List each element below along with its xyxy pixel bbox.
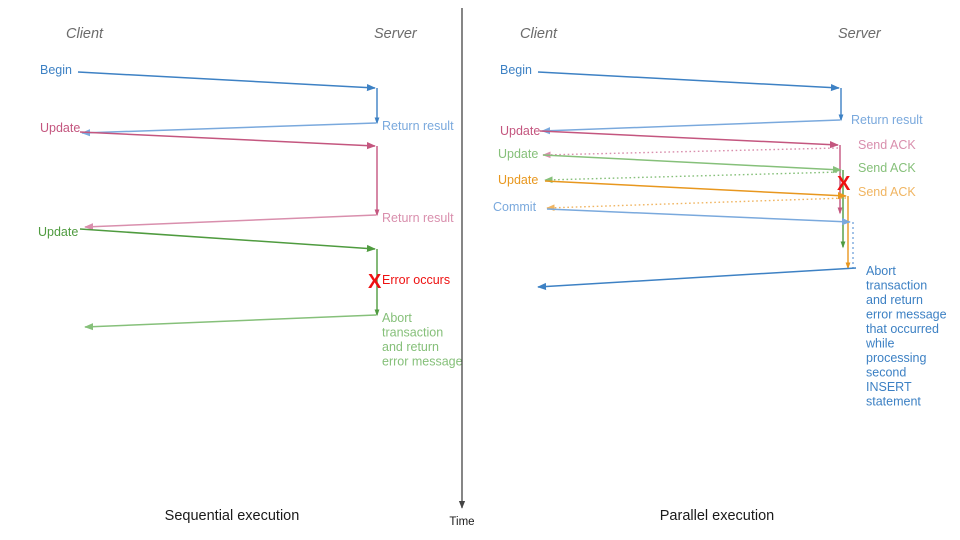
note-line: Abort: [866, 264, 896, 278]
error-occurs-label: Error occurs: [382, 273, 450, 287]
note-line: transaction: [866, 279, 927, 293]
arrow-update-request-1: [79, 131, 376, 150]
arrow-return-result-2: [84, 214, 377, 231]
arrow-abort-return: [84, 314, 377, 331]
panel-caption-sequential: Sequential execution: [165, 508, 300, 524]
lane-header-client-parallel: Client: [520, 26, 558, 42]
time-axis-layer: Time: [449, 8, 475, 528]
arrow-commit-request: [546, 208, 851, 226]
message-label-return-result-1: Return result: [382, 119, 454, 133]
message-label-send-ack-1: Send ACK: [858, 138, 916, 152]
message-label-send-ack-3: Send ACK: [858, 185, 916, 199]
note-line: error message: [382, 355, 463, 369]
message-send-ack-1-parallel: Send ACK: [542, 138, 916, 159]
message-label-update-request-3: Update: [498, 173, 538, 187]
note-line: while: [865, 337, 895, 351]
message-return-result-parallel: Return result: [541, 113, 923, 135]
time-axis: Time: [449, 8, 475, 528]
message-label-commit-request: Commit: [493, 200, 537, 214]
arrow-update-request-2: [79, 228, 376, 253]
message-update-request-1-parallel: Update: [500, 124, 839, 149]
time-axis-label: Time: [449, 516, 474, 528]
arrow-send-ack-2: [544, 171, 842, 184]
message-abort-return-sequential: [84, 314, 377, 331]
message-label-begin-request: Begin: [40, 63, 72, 77]
arrow-return-result: [541, 119, 841, 135]
arrow-begin-request: [537, 71, 840, 92]
message-abort-return-parallel: [537, 267, 857, 291]
note-line: processing: [866, 351, 926, 365]
arrow-update-request-3: [544, 180, 847, 200]
lane-header-server-parallel: Server: [838, 26, 882, 42]
message-begin-request-parallel: Begin: [500, 63, 840, 92]
message-label-begin-request: Begin: [500, 63, 532, 77]
arrow-update-request-2: [542, 154, 842, 174]
lane-header-client-sequential: Client: [66, 26, 104, 42]
note-line: that occurred: [866, 322, 939, 336]
error-x-icon: X: [837, 173, 851, 195]
message-begin-request-sequential: Begin: [40, 63, 376, 92]
arrow-begin-request: [77, 71, 376, 92]
message-send-ack-3-parallel: Send ACK: [546, 185, 916, 212]
note-line: second: [866, 366, 906, 380]
message-label-update-request-1: Update: [40, 121, 80, 135]
message-return-result-1-sequential: Return result: [81, 119, 454, 137]
message-update-request-1-sequential: Update: [40, 121, 376, 150]
note-line: and return: [382, 340, 439, 354]
message-send-ack-2-parallel: Send ACK: [544, 161, 916, 184]
error-x-icon: X: [368, 271, 382, 293]
arrow-send-ack-1: [542, 147, 839, 159]
message-label-update-request-1: Update: [500, 124, 540, 138]
arrow-send-ack-3: [546, 197, 847, 212]
message-label-update-request-2: Update: [498, 147, 538, 161]
message-return-result-2-sequential: Return result: [84, 211, 454, 231]
note-line: transaction: [382, 326, 443, 340]
panel-caption-parallel: Parallel execution: [660, 508, 774, 524]
note-line: INSERT: [866, 380, 912, 394]
message-update-request-3-parallel: Update: [498, 173, 847, 200]
message-update-request-2-parallel: Update: [498, 147, 842, 174]
message-update-request-2-sequential: Update: [38, 225, 376, 253]
message-label-update-request-2: Update: [38, 225, 78, 239]
arrow-abort-return: [537, 267, 857, 291]
message-label-return-result: Return result: [851, 113, 923, 127]
note-line: and return: [866, 293, 923, 307]
note-line: statement: [866, 395, 921, 409]
error-occurs-marker-parallel: X: [837, 173, 851, 195]
lane-header-server-sequential: Server: [374, 26, 418, 42]
message-commit-request-parallel: Commit: [493, 200, 851, 226]
note-line: error message: [866, 308, 947, 322]
message-label-return-result-2: Return result: [382, 211, 454, 225]
note-line: Abort: [382, 311, 412, 325]
message-label-send-ack-2: Send ACK: [858, 161, 916, 175]
arrow-return-result-1: [81, 122, 377, 137]
arrow-update-request-1: [539, 130, 839, 149]
